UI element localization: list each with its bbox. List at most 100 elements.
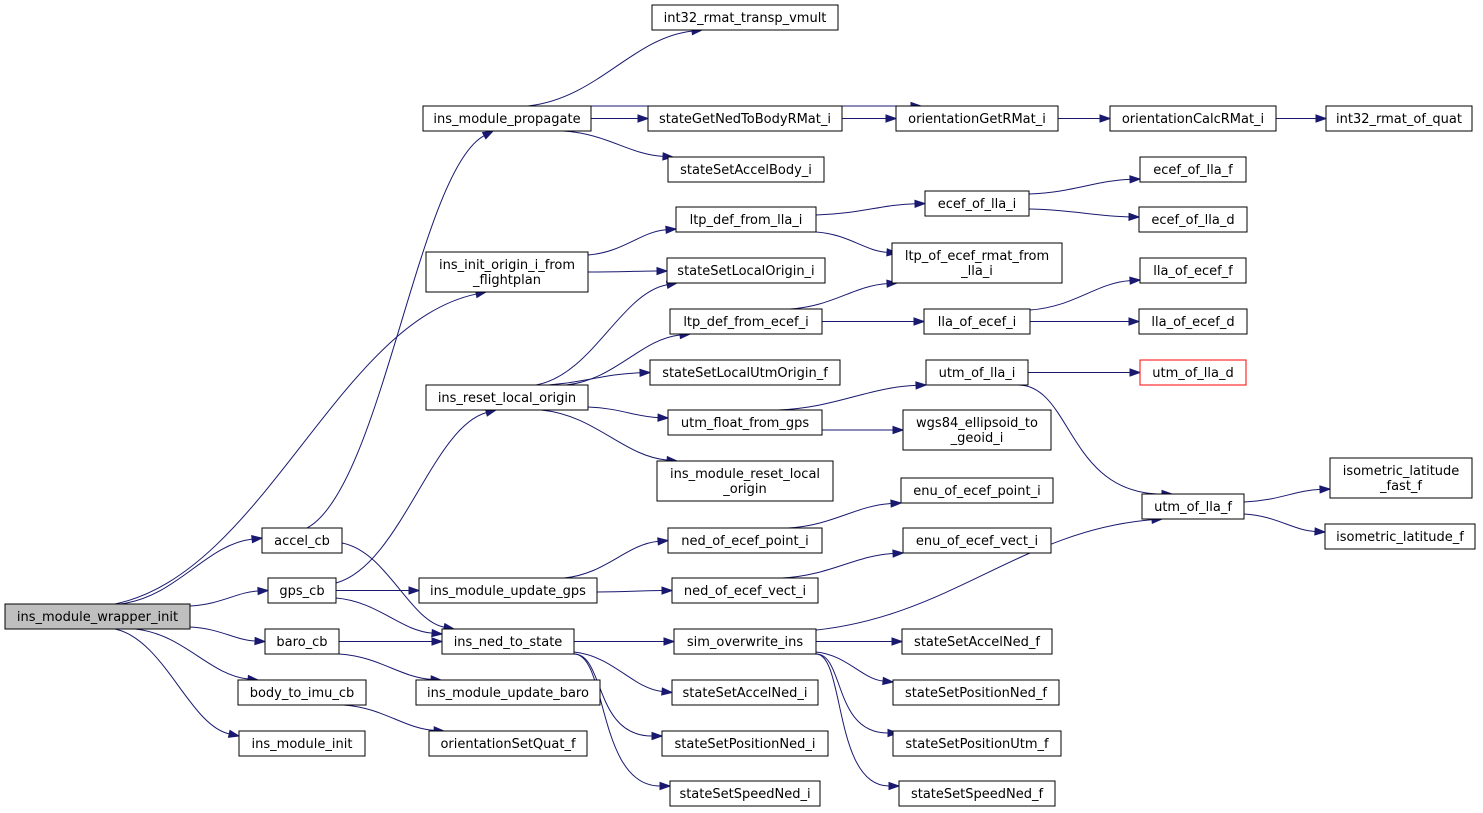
node-box[interactable] <box>901 628 1053 655</box>
node-ins_module_update_baro[interactable]: ins_module_update_baro <box>415 679 601 706</box>
node-box[interactable] <box>415 679 601 706</box>
node-lla_of_ecef_d[interactable]: lla_of_ecef_d <box>1138 308 1248 335</box>
node-orientationSetQuat_f[interactable]: orientationSetQuat_f <box>428 730 588 757</box>
node-stateSetLocalUtmOrigin_f[interactable]: stateSetLocalUtmOrigin_f <box>649 359 841 386</box>
node-isometric_latitude_f[interactable]: isometric_latitude_f <box>1324 523 1476 550</box>
node-box[interactable] <box>261 527 343 554</box>
node-ltp_def_from_ecef_i[interactable]: ltp_def_from_ecef_i <box>669 308 823 335</box>
node-utm_float_from_gps[interactable]: utm_float_from_gps <box>667 409 823 436</box>
node-ins_module_update_gps[interactable]: ins_module_update_gps <box>418 577 598 604</box>
node-lla_of_ecef_f[interactable]: lla_of_ecef_f <box>1139 257 1247 284</box>
node-stateSetSpeedNed_i[interactable]: stateSetSpeedNed_i <box>669 780 821 807</box>
node-int32_rmat_of_quat[interactable]: int32_rmat_of_quat <box>1325 105 1473 132</box>
node-ltp_def_from_lla_i[interactable]: ltp_def_from_lla_i <box>675 206 817 233</box>
node-ins_module_propagate[interactable]: ins_module_propagate <box>422 105 592 132</box>
node-box[interactable] <box>675 206 817 233</box>
node-ins_ned_to_state[interactable]: ins_ned_to_state <box>441 628 575 655</box>
node-stateSetAccelNed_i[interactable]: stateSetAccelNed_i <box>671 679 819 706</box>
node-ecef_of_lla_d[interactable]: ecef_of_lla_d <box>1138 206 1248 233</box>
node-stateSetAccelBody_i[interactable]: stateSetAccelBody_i <box>667 156 825 183</box>
node-box[interactable] <box>671 577 819 604</box>
node-utm_of_lla_i[interactable]: utm_of_lla_i <box>925 359 1029 386</box>
node-box[interactable] <box>667 409 823 436</box>
node-box[interactable] <box>1141 493 1245 520</box>
node-box[interactable] <box>667 527 823 554</box>
node-box[interactable] <box>4 603 191 630</box>
node-box[interactable] <box>1109 105 1277 132</box>
node-box[interactable] <box>669 308 823 335</box>
node-ins_module_reset_local_origin[interactable]: ins_module_reset_local_origin <box>656 460 834 502</box>
node-box[interactable] <box>425 384 589 411</box>
node-box[interactable] <box>1138 308 1248 335</box>
node-int32_rmat_transp_vmult[interactable]: int32_rmat_transp_vmult <box>651 4 839 31</box>
node-stateSetPositionNed_i[interactable]: stateSetPositionNed_i <box>661 730 829 757</box>
node-box[interactable] <box>902 527 1052 554</box>
node-lla_of_ecef_i[interactable]: lla_of_ecef_i <box>923 308 1031 335</box>
node-box[interactable] <box>237 679 367 706</box>
node-box[interactable] <box>667 156 825 183</box>
node-box[interactable] <box>651 4 839 31</box>
node-accel_cb[interactable]: accel_cb <box>261 527 343 554</box>
node-box[interactable] <box>669 780 821 807</box>
node-box[interactable] <box>666 257 826 284</box>
node-utm_of_lla_f[interactable]: utm_of_lla_f <box>1141 493 1245 520</box>
node-ned_of_ecef_vect_i[interactable]: ned_of_ecef_vect_i <box>671 577 819 604</box>
node-ltp_of_ecef_rmat_from_lla_i[interactable]: ltp_of_ecef_rmat_from_lla_i <box>891 242 1063 284</box>
node-ins_module_wrapper_init[interactable]: ins_module_wrapper_init <box>4 603 191 630</box>
node-ecef_of_lla_i[interactable]: ecef_of_lla_i <box>924 190 1030 217</box>
node-box[interactable] <box>428 730 588 757</box>
node-stateSetAccelNed_f[interactable]: stateSetAccelNed_f <box>901 628 1053 655</box>
node-box[interactable] <box>895 105 1059 132</box>
node-baro_cb[interactable]: baro_cb <box>264 628 340 655</box>
node-box[interactable] <box>898 780 1056 807</box>
node-box[interactable] <box>902 409 1052 451</box>
node-box[interactable] <box>264 628 340 655</box>
node-box[interactable] <box>422 105 592 132</box>
node-ecef_of_lla_f[interactable]: ecef_of_lla_f <box>1139 156 1247 183</box>
node-box[interactable] <box>1138 206 1248 233</box>
node-box[interactable] <box>1139 359 1247 386</box>
node-box[interactable] <box>425 251 589 293</box>
node-box[interactable] <box>923 308 1031 335</box>
node-orientationCalcRMat_i[interactable]: orientationCalcRMat_i <box>1109 105 1277 132</box>
node-box[interactable] <box>671 679 819 706</box>
node-orientationGetRMat_i[interactable]: orientationGetRMat_i <box>895 105 1059 132</box>
node-box[interactable] <box>1139 257 1247 284</box>
node-utm_of_lla_d[interactable]: utm_of_lla_d <box>1139 359 1247 386</box>
node-body_to_imu_cb[interactable]: body_to_imu_cb <box>237 679 367 706</box>
node-box[interactable] <box>238 730 366 757</box>
node-box[interactable] <box>891 242 1063 284</box>
node-box[interactable] <box>924 190 1030 217</box>
node-box[interactable] <box>892 679 1060 706</box>
node-gps_cb[interactable]: gps_cb <box>267 577 337 604</box>
node-enu_of_ecef_point_i[interactable]: enu_of_ecef_point_i <box>900 477 1054 504</box>
node-box[interactable] <box>441 628 575 655</box>
node-box[interactable] <box>892 730 1062 757</box>
node-wgs84_ellipsoid_to_geoid_i[interactable]: wgs84_ellipsoid_to_geoid_i <box>902 409 1052 451</box>
node-ins_reset_local_origin[interactable]: ins_reset_local_origin <box>425 384 589 411</box>
node-sim_overwrite_ins[interactable]: sim_overwrite_ins <box>673 628 817 655</box>
node-isometric_latitude_fast_f[interactable]: isometric_latitude_fast_f <box>1329 457 1473 499</box>
node-stateSetPositionUtm_f[interactable]: stateSetPositionUtm_f <box>892 730 1062 757</box>
node-box[interactable] <box>1329 457 1473 499</box>
node-ins_init_origin_i_from_flightplan[interactable]: ins_init_origin_i_from_flightplan <box>425 251 589 293</box>
node-box[interactable] <box>649 359 841 386</box>
node-ned_of_ecef_point_i[interactable]: ned_of_ecef_point_i <box>667 527 823 554</box>
node-box[interactable] <box>656 460 834 502</box>
node-box[interactable] <box>661 730 829 757</box>
node-stateGetNedToBodyRMat_i[interactable]: stateGetNedToBodyRMat_i <box>647 105 843 132</box>
node-box[interactable] <box>647 105 843 132</box>
node-box[interactable] <box>900 477 1054 504</box>
node-ins_module_init[interactable]: ins_module_init <box>238 730 366 757</box>
node-stateSetLocalOrigin_i[interactable]: stateSetLocalOrigin_i <box>666 257 826 284</box>
node-enu_of_ecef_vect_i[interactable]: enu_of_ecef_vect_i <box>902 527 1052 554</box>
node-box[interactable] <box>418 577 598 604</box>
node-stateSetPositionNed_f[interactable]: stateSetPositionNed_f <box>892 679 1060 706</box>
node-box[interactable] <box>1325 105 1473 132</box>
node-box[interactable] <box>925 359 1029 386</box>
node-stateSetSpeedNed_f[interactable]: stateSetSpeedNed_f <box>898 780 1056 807</box>
node-box[interactable] <box>673 628 817 655</box>
node-box[interactable] <box>1139 156 1247 183</box>
node-box[interactable] <box>1324 523 1476 550</box>
node-box[interactable] <box>267 577 337 604</box>
